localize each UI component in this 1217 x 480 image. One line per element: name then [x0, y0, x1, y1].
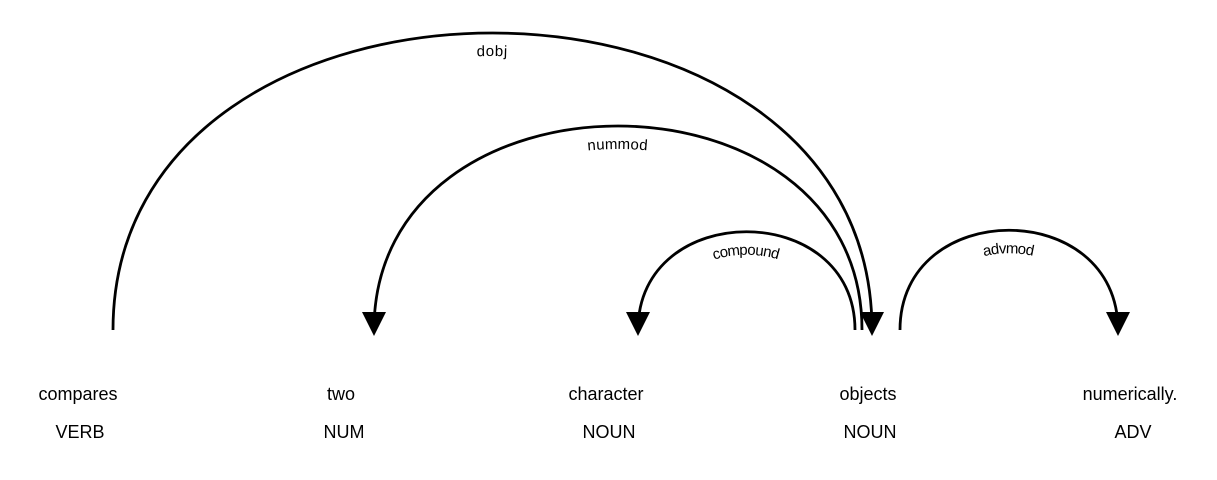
- svg-text:advmod: advmod: [981, 240, 1036, 260]
- arc-label-nummod: nummod: [587, 136, 649, 155]
- arc-label-compound: compound: [711, 242, 782, 264]
- token-tag: NOUN: [583, 422, 636, 442]
- token-compares: compares VERB: [38, 384, 117, 442]
- arcs: [111, 31, 1120, 331]
- token-word: objects: [839, 384, 896, 404]
- token-word: compares: [38, 384, 117, 404]
- arc-nummod: [372, 124, 864, 331]
- token-word: numerically.: [1083, 384, 1178, 404]
- token-tag: VERB: [55, 422, 104, 442]
- arc-dobj: [111, 31, 874, 331]
- svg-text:dobj: dobj: [477, 43, 509, 60]
- token-tag: NOUN: [844, 422, 897, 442]
- arc-label-advmod: advmod: [981, 240, 1035, 260]
- arc-compound: [636, 230, 857, 331]
- token-character: character NOUN: [568, 384, 643, 442]
- token-word: two: [327, 384, 355, 404]
- token-two: two NUM: [324, 384, 365, 442]
- token-numerically: numerically. ADV: [1083, 384, 1178, 442]
- svg-text:compound: compound: [711, 242, 783, 264]
- arc-label-dobj: dobj: [477, 43, 508, 60]
- tokens: compares VERB two NUM character NOUN obj…: [38, 384, 1177, 442]
- token-tag: NUM: [324, 422, 365, 442]
- arc-advmod: [898, 228, 1120, 331]
- arrowhead-compound-at-character: [626, 312, 650, 336]
- svg-text:nummod: nummod: [587, 136, 650, 155]
- arrowhead-dobj-at-objects: [860, 312, 884, 336]
- token-tag: ADV: [1114, 422, 1151, 442]
- arrowhead-nummod-at-two: [362, 312, 386, 336]
- arrowhead-advmod-at-numerically: [1106, 312, 1130, 336]
- arrowheads: [362, 312, 1130, 336]
- arc-labels: dobj nummod compound advmod: [477, 43, 1036, 264]
- token-word: character: [568, 384, 643, 404]
- token-objects: objects NOUN: [839, 384, 896, 442]
